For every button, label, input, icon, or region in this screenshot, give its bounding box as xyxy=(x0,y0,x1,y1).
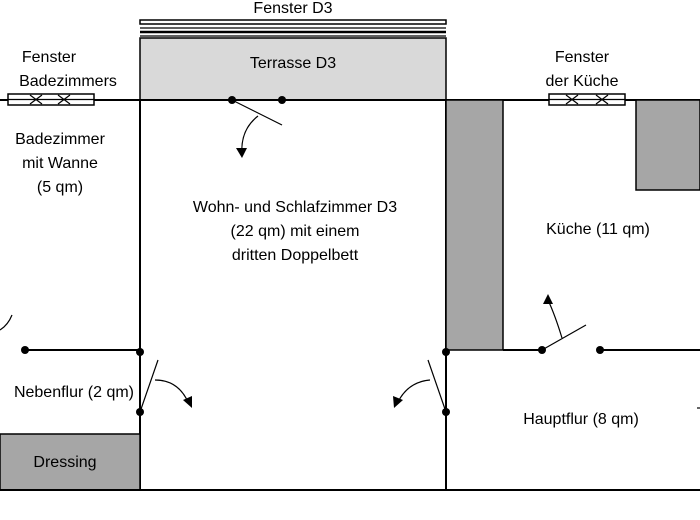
kitchen-window-symbol xyxy=(548,93,626,106)
label-fenster-bad-1: Fenster xyxy=(22,49,77,66)
door-hauptflur xyxy=(393,348,450,416)
bathroom-window-symbol xyxy=(7,93,95,106)
label-fenster-kueche-2: der Küche xyxy=(546,73,619,90)
label-terrasse-d3: Terrasse D3 xyxy=(250,55,336,72)
label-kueche: Küche (11 qm) xyxy=(546,221,650,238)
door-bathroom xyxy=(0,314,13,331)
door-kitchen xyxy=(538,294,604,354)
kitchen-counter xyxy=(635,99,700,191)
label-hauptflur: Hauptflur (8 qm) xyxy=(523,411,639,428)
label-bad-1: Badezimmer xyxy=(15,131,105,148)
label-wohn-1: Wohn- und Schlafzimmer D3 xyxy=(193,199,397,216)
window-d3 xyxy=(139,19,447,37)
label-bad-2: mit Wanne xyxy=(22,155,98,172)
door-terrace xyxy=(228,96,286,158)
terrace-d3-area xyxy=(139,37,447,101)
door-nebenflur xyxy=(21,346,192,416)
dressing-block xyxy=(0,433,141,491)
label-fenster-bad-2: Badezimmers xyxy=(19,73,117,90)
label-wohn-3: dritten Doppelbett xyxy=(232,247,359,264)
label-fenster-d3: Fenster D3 xyxy=(253,0,332,17)
label-fenster-kueche-1: Fenster xyxy=(555,49,610,66)
kitchen-column xyxy=(445,99,504,351)
label-bad-3: (5 qm) xyxy=(37,179,83,196)
label-nebenflur: Nebenflur (2 qm) xyxy=(14,384,134,401)
label-dressing: Dressing xyxy=(33,454,96,471)
label-wohn-2: (22 qm) mit einem xyxy=(231,223,360,240)
